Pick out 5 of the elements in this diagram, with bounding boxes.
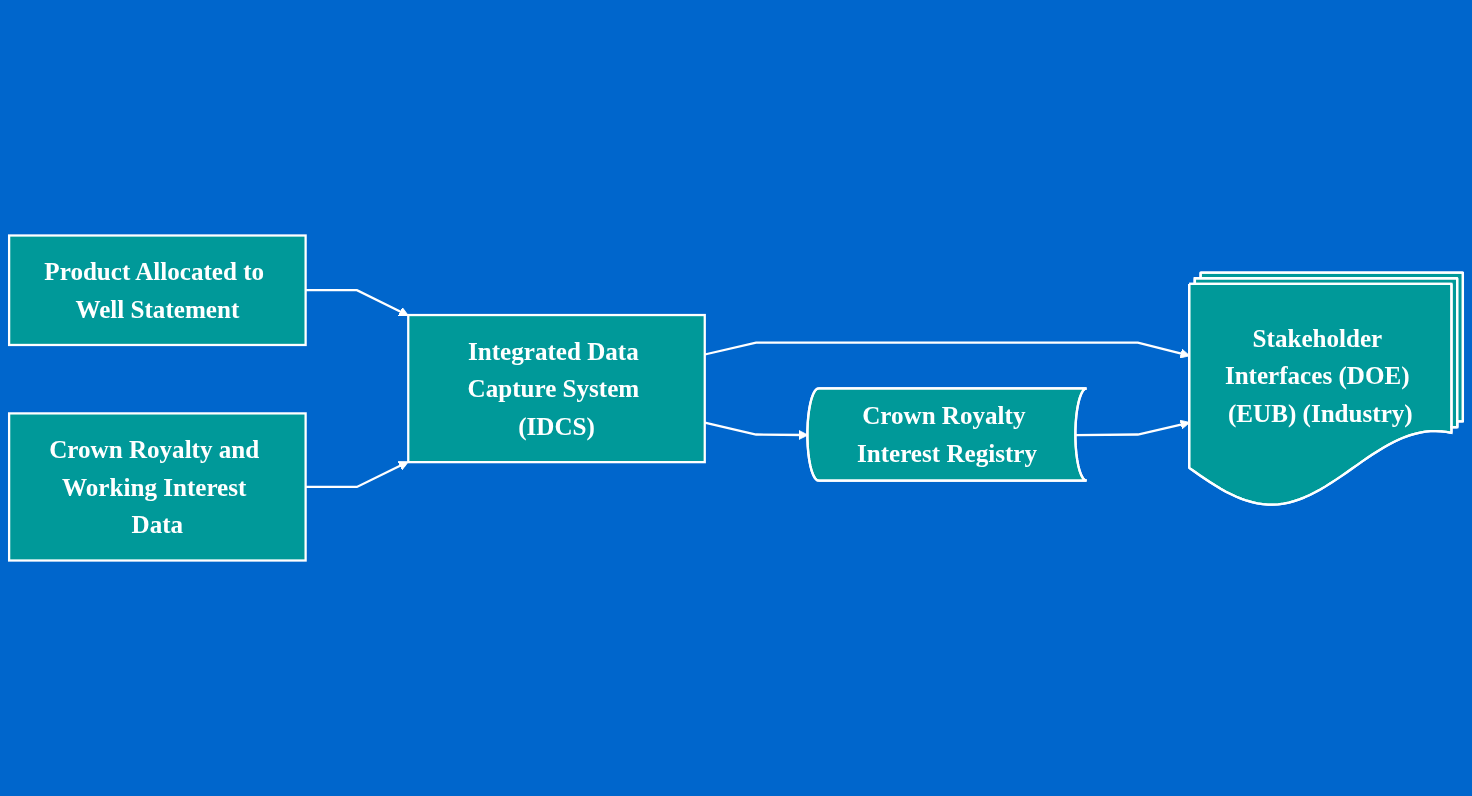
arrow: [305, 461, 409, 489]
node-box: Integrated Data Capture System (IDCS): [407, 313, 706, 464]
arrow: [305, 289, 409, 317]
node-box: Product Allocated to Well Statement: [7, 234, 307, 347]
node-box: Crown Royalty and Working Interest Data: [7, 412, 307, 562]
